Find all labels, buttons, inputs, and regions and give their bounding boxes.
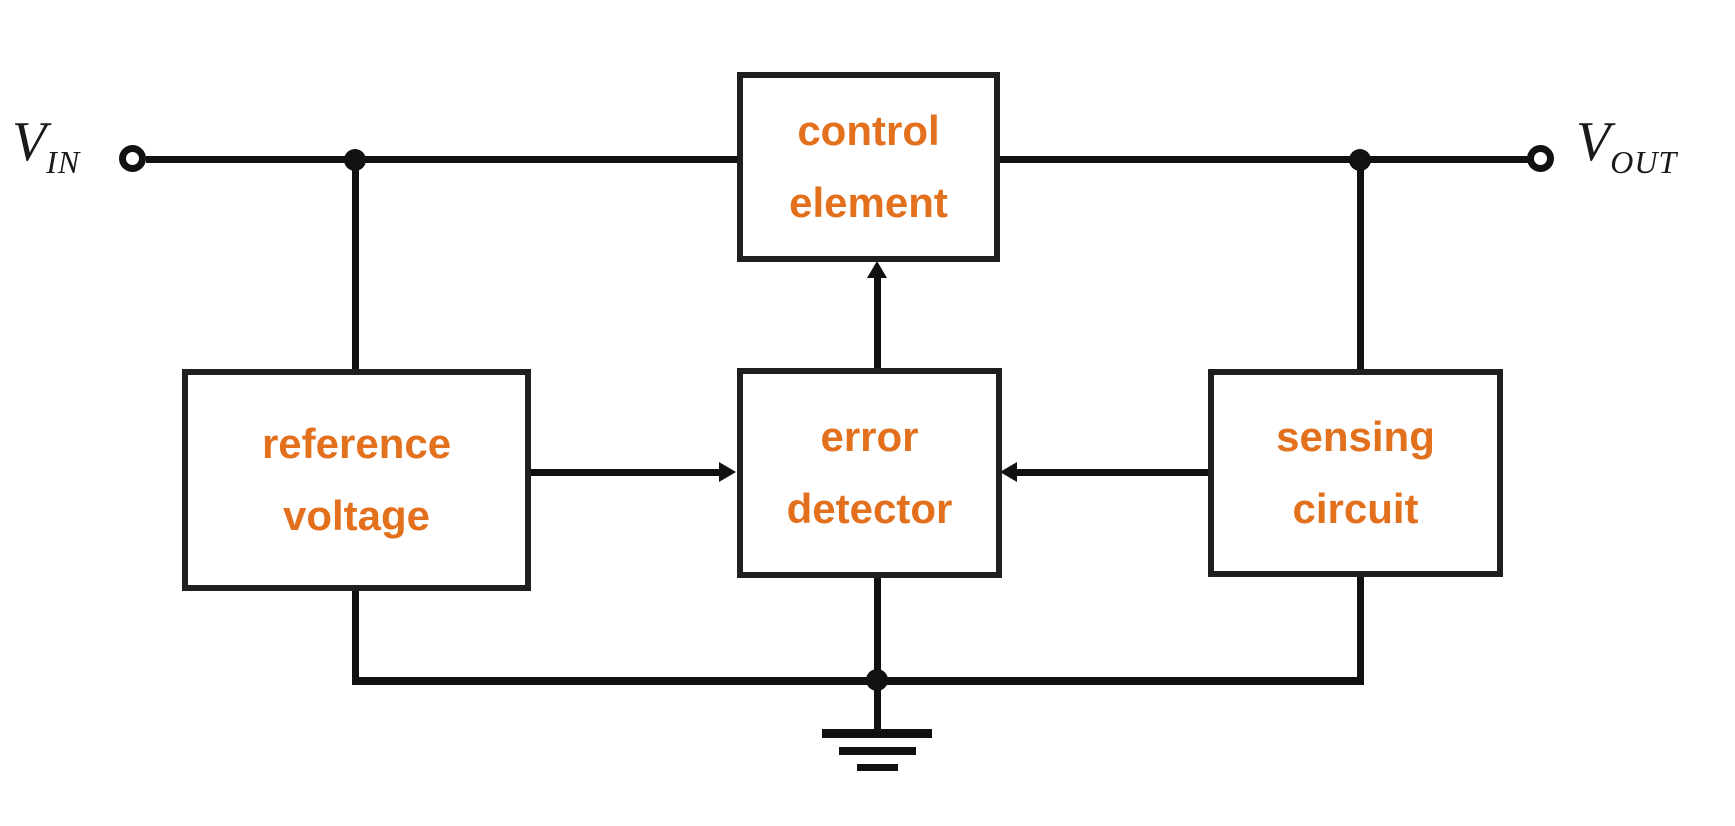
ground-bar-bottom	[857, 764, 898, 771]
ground-bar-top	[822, 729, 932, 738]
block-sensing-circuit-label-line1: sensing	[1276, 413, 1435, 460]
junction-dot-ground	[866, 669, 888, 691]
wire-error-to-ground	[874, 574, 881, 734]
arrowhead-right	[719, 462, 736, 482]
junction-dot-output-tap	[1349, 149, 1371, 171]
block-sensing-circuit: sensing circuit	[1208, 369, 1503, 577]
block-reference-voltage: reference voltage	[182, 369, 531, 591]
arrowhead-up	[867, 261, 887, 278]
wire-sensing-to-ground	[1357, 573, 1364, 684]
wire-tap-to-sensing	[1357, 160, 1364, 371]
vout-label: VOUT	[1576, 110, 1677, 180]
wire-control-to-vout	[996, 156, 1528, 163]
output-terminal	[1527, 145, 1554, 172]
block-reference-voltage-label-line1: reference	[261, 420, 452, 467]
wire-reference-to-error	[528, 469, 728, 476]
wire-tap-to-reference	[352, 160, 359, 371]
block-control-element: control element	[737, 72, 1000, 262]
block-error-detector-label-line2: detector	[786, 485, 953, 532]
block-sensing-circuit-label-line2: circuit	[1292, 485, 1419, 532]
vin-label-symbol: V	[12, 111, 47, 173]
wire-ground-bus	[352, 677, 1364, 685]
ground-bar-middle	[839, 747, 916, 755]
wire-error-to-control	[874, 268, 881, 370]
vout-label-symbol: V	[1576, 111, 1611, 173]
wire-sensing-to-error	[1008, 469, 1211, 476]
block-error-detector-label-line1: error	[820, 413, 919, 460]
arrowhead-left	[1000, 462, 1017, 482]
block-control-element-label-line1: control	[797, 107, 940, 154]
vout-label-subscript: OUT	[1610, 144, 1678, 180]
wire-reference-to-ground	[352, 588, 359, 683]
block-reference-voltage-label-line2: voltage	[282, 492, 431, 539]
input-terminal	[119, 145, 146, 172]
block-error-detector: error detector	[737, 368, 1002, 578]
junction-dot-input-tap	[344, 149, 366, 171]
vin-label: VIN	[12, 110, 80, 180]
vin-label-subscript: IN	[46, 144, 81, 180]
wire-vin-to-control	[146, 156, 742, 163]
block-control-element-label-line2: element	[789, 179, 948, 226]
